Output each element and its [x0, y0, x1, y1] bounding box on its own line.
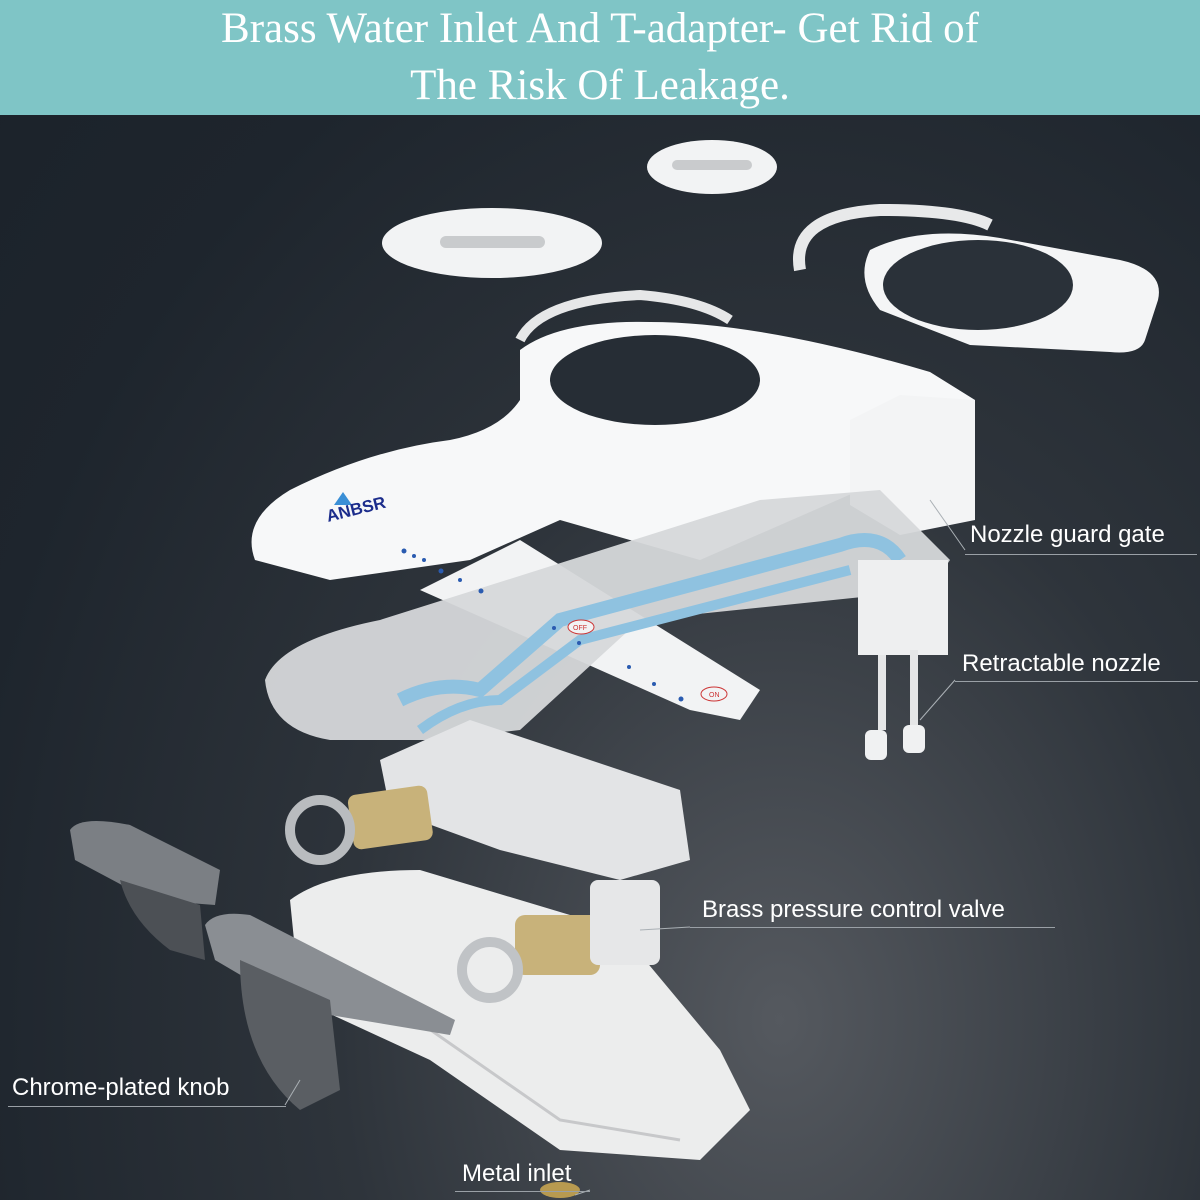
bracket-hole	[883, 240, 1073, 330]
brass-t-adapter	[347, 785, 433, 850]
brass-pressure-valve	[515, 915, 600, 975]
callout-underline	[965, 554, 1197, 555]
callout-underline	[955, 681, 1198, 682]
callout-brass-valve: Brass pressure control valve	[702, 896, 1005, 923]
valve-body	[380, 720, 690, 880]
channel-plate	[265, 490, 950, 740]
retractable-nozzle	[858, 560, 948, 760]
title-banner: Brass Water Inlet And T-adapter- Get Rid…	[0, 0, 1200, 115]
water-channel	[396, 533, 906, 707]
indicator-dots	[401, 548, 684, 702]
callout-nozzle-guard-gate: Nozzle guard gate	[970, 521, 1165, 548]
metal-inlet	[540, 1182, 580, 1198]
callout-underline	[690, 927, 1055, 928]
on-button	[700, 686, 728, 702]
on-button-label: ON	[709, 692, 720, 699]
callout-chrome-knob: Chrome-plated knob	[12, 1074, 230, 1101]
title-line-2: The Risk Of Leakage.	[410, 62, 790, 109]
callout-leader-lines	[284, 499, 966, 1196]
callout-underline	[8, 1106, 286, 1107]
cap-slot	[440, 236, 545, 248]
lower-housing	[290, 870, 750, 1160]
callout-metal-inlet: Metal inlet	[462, 1160, 572, 1187]
callout-retractable-nozzle: Retractable nozzle	[962, 650, 1161, 677]
off-button	[567, 619, 595, 635]
seat-hole	[550, 335, 760, 425]
cap-slot	[672, 160, 752, 170]
logo-icon	[334, 492, 352, 505]
off-button-label: OFF	[573, 625, 587, 632]
title-line-1: Brass Water Inlet And T-adapter- Get Rid…	[221, 5, 979, 52]
water-channel	[417, 565, 852, 735]
seat-ring	[515, 289, 733, 343]
chrome-plated-knob	[70, 821, 455, 1110]
valve-casing	[590, 880, 660, 965]
callout-underline	[455, 1191, 590, 1192]
exploded-product-diagram: ANBSR OFF ON	[70, 140, 1159, 1198]
lock-ring	[457, 937, 523, 1003]
clip-ring	[793, 203, 993, 272]
lock-ring	[285, 795, 355, 865]
